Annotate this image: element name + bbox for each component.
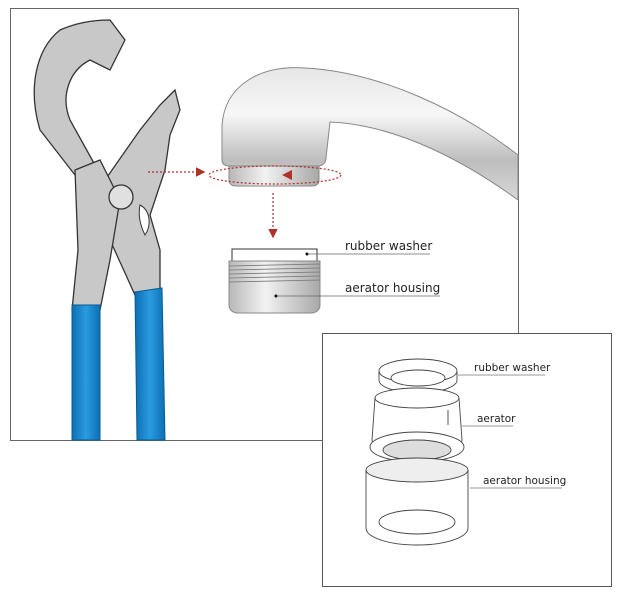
inset-label-rubber-washer: rubber washer xyxy=(474,362,551,374)
inset-rubber-washer xyxy=(378,358,458,394)
pliers-slot xyxy=(138,204,150,236)
rotation-path-ellipse xyxy=(208,165,342,185)
inset-panel-frame xyxy=(322,333,612,587)
rotation-arrow-icon xyxy=(282,170,292,180)
removed-aerator-illustration xyxy=(228,248,440,314)
pliers-right-handle xyxy=(134,287,166,441)
rubber-washer-shape xyxy=(231,248,318,262)
inset-label-aerator: aerator xyxy=(477,413,516,425)
faucet-illustration xyxy=(148,67,519,239)
inset-aerator-housing xyxy=(365,457,469,546)
pliers-left-arm xyxy=(71,159,121,311)
pliers-pivot xyxy=(108,184,134,210)
inset-label-aerator-housing: aerator housing xyxy=(483,475,566,487)
aerator-housing-shape xyxy=(228,260,321,314)
inset-aerator xyxy=(369,387,465,463)
pliers-left-handle xyxy=(71,304,101,441)
label-aerator-housing: aerator housing xyxy=(345,281,440,295)
inset-leaders xyxy=(458,374,562,489)
faucet-aerator-collar xyxy=(228,165,320,187)
label-rubber-washer: rubber washer xyxy=(345,239,432,253)
exploded-aerator-illustration xyxy=(365,358,469,546)
housing-threads xyxy=(228,263,321,283)
pliers-illustration xyxy=(33,19,181,441)
pliers-upper-jaw xyxy=(33,19,126,217)
